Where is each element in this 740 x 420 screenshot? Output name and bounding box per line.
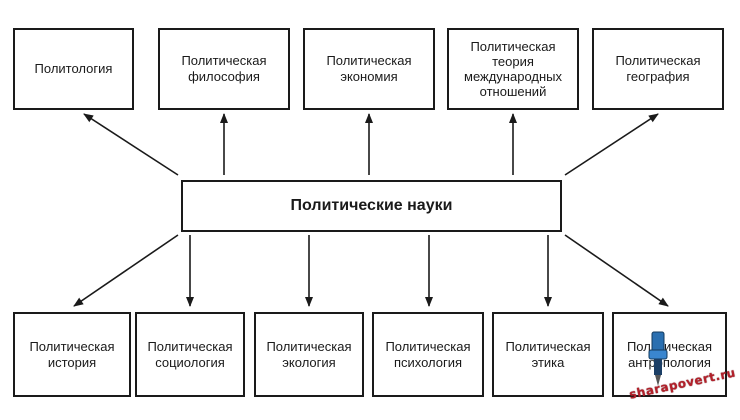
box-politology: Политология: [13, 28, 134, 110]
box-political-psychology: Политическая психология: [372, 312, 484, 397]
box-political-ethics: Политическая этика: [492, 312, 604, 397]
box-political-geography: Политическая география: [592, 28, 724, 110]
box-political-ecology: Политическая экология: [254, 312, 364, 397]
arrow-to-politology: [83, 113, 179, 176]
box-political-philosophy: Политическая философия: [158, 28, 290, 110]
box-political-history: Политическая история: [13, 312, 131, 397]
arrow-to-political-geography: [564, 113, 659, 176]
box-political-sociology: Политическая социология: [135, 312, 245, 397]
drill-icon: [648, 331, 668, 386]
box-international-relations-theory: Политическая теория международных отноше…: [447, 28, 579, 110]
box-political-economy: Политическая экономия: [303, 28, 435, 110]
arrows-group: [73, 113, 669, 307]
arrow-to-political-history: [73, 234, 179, 307]
arrow-to-political-anthropology: [564, 234, 669, 307]
box-political-sciences: Политические науки: [181, 180, 562, 232]
